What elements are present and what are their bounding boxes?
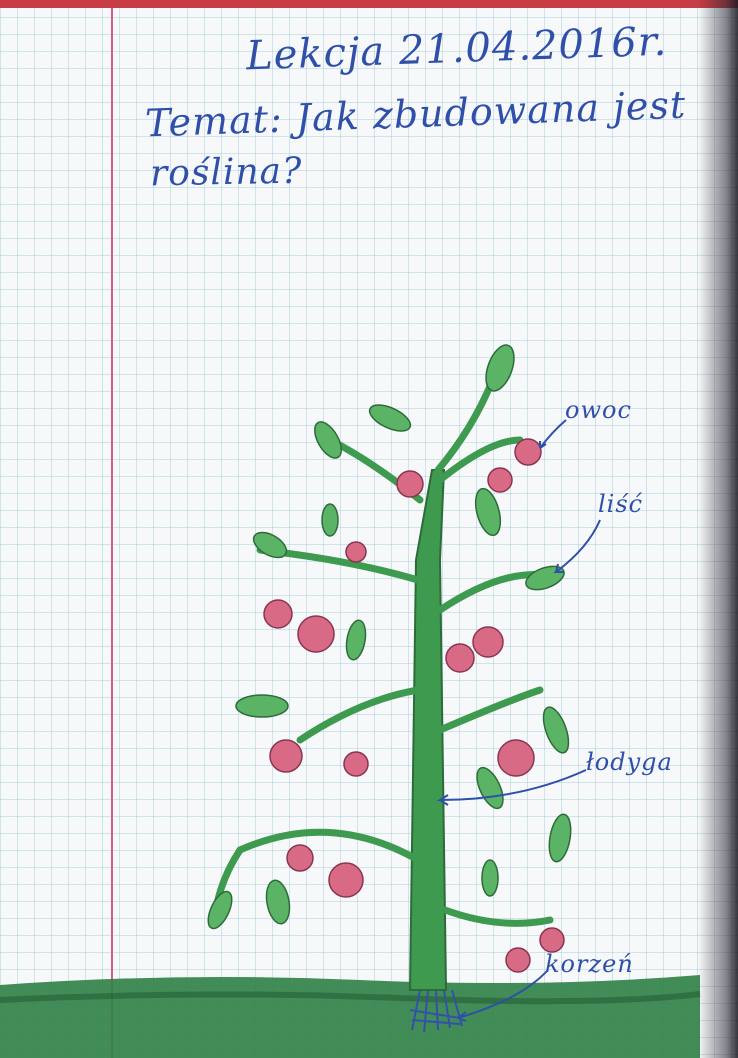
leaf: [471, 486, 505, 538]
fruit: [515, 439, 541, 465]
leaf: [344, 619, 369, 662]
fruit: [270, 740, 302, 772]
fruit: [446, 644, 474, 672]
leaf: [546, 813, 574, 864]
page-binding-shadow: [698, 0, 738, 1058]
leaf: [366, 400, 414, 437]
label-root: korzeń: [545, 950, 634, 978]
leaf: [482, 860, 498, 896]
fruit: [506, 948, 530, 972]
leaf: [538, 704, 573, 756]
fruit: [346, 542, 366, 562]
fruit: [498, 740, 534, 776]
fruit: [473, 627, 503, 657]
fruit: [329, 863, 363, 897]
ground: [0, 975, 700, 1058]
fruit: [298, 616, 334, 652]
fruit: [540, 928, 564, 952]
label-stem: łodyga: [586, 748, 673, 776]
fruit: [397, 471, 423, 497]
arrow-fruit: [540, 420, 566, 448]
leaf: [523, 562, 567, 594]
leaf: [322, 504, 338, 536]
arrow-leaf: [556, 520, 600, 572]
leaf: [309, 418, 346, 463]
leaf: [236, 695, 288, 717]
fruit: [344, 752, 368, 776]
label-fruit: owoc: [565, 396, 632, 424]
leaf: [249, 527, 290, 562]
fruit: [488, 468, 512, 492]
fruit: [287, 845, 313, 871]
leaf: [203, 888, 236, 932]
fruit: [264, 600, 292, 628]
label-leaf: liść: [598, 490, 643, 518]
leaf: [263, 878, 292, 925]
